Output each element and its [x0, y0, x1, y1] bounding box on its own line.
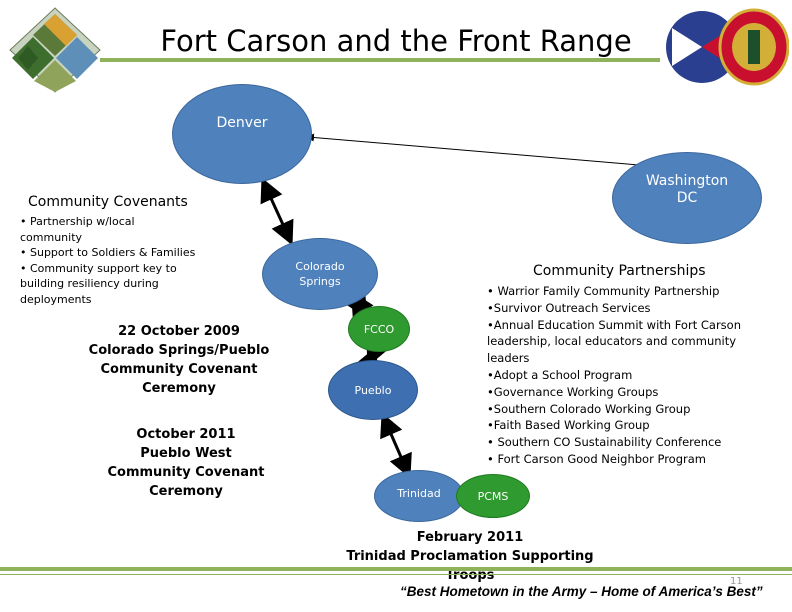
footer-slogan: “Best Hometown in the Army – Home of Ame… — [400, 584, 763, 599]
denver-node: Denver — [172, 84, 312, 184]
washington-node: Washington DC — [612, 152, 762, 244]
title-divider — [100, 58, 660, 62]
fcco-node: FCCO — [348, 306, 410, 352]
list-item: • Community support key to building resi… — [20, 261, 177, 306]
list-item: • Partnership w/local community — [20, 215, 135, 244]
list-item: •Governance Working Groups — [487, 384, 659, 399]
trinidad-node: Trinidad — [374, 470, 464, 522]
ceremony-2011: October 2011 Pueblo West Community Coven… — [107, 427, 265, 499]
list-item: • Southern CO Sustainability Conference — [487, 435, 722, 450]
pueblo-node: Pueblo — [328, 360, 418, 420]
list-item: • Support to Soldiers & Families — [20, 246, 196, 259]
arrow-denver-springs — [260, 177, 294, 246]
arrow-denver-washington — [306, 133, 665, 171]
colorado-springs-node: Colorado Springs — [262, 238, 378, 310]
community-covenants-list: • Partnership w/local community • Suppor… — [20, 214, 200, 307]
arrow-pueblo-trinidad — [380, 412, 412, 479]
list-item: •Survivor Outreach Services — [487, 300, 651, 315]
list-item: •Adopt a School Program — [487, 367, 633, 382]
list-item: •Faith Based Working Group — [487, 418, 650, 433]
insignia-logo — [664, 8, 790, 86]
unit-patch-logo — [8, 6, 102, 94]
list-item: • Fort Carson Good Neighbor Program — [487, 451, 706, 466]
proclamation-note: February 2011 Trinidad Proclamation Supp… — [346, 530, 594, 583]
footer-divider — [0, 567, 792, 571]
community-covenants-heading: Community Covenants — [28, 194, 188, 210]
page-number: 11 — [730, 576, 743, 587]
ceremony-2009: 22 October 2009 Colorado Springs/Pueblo … — [88, 324, 270, 396]
list-item: •Annual Education Summit with Fort Carso… — [487, 317, 741, 366]
page-title: Fort Carson and the Front Range — [160, 24, 632, 58]
list-item: •Southern Colorado Working Group — [487, 401, 691, 416]
arrow-fcco-pueblo — [355, 339, 389, 374]
footer-divider-thin — [0, 574, 792, 575]
pcms-node: PCMS — [456, 474, 530, 518]
community-partnerships-list: • Warrior Family Community Partnership •… — [487, 283, 749, 468]
community-partnerships-heading: Community Partnerships — [533, 263, 706, 279]
list-item: • Warrior Family Community Partnership — [487, 284, 720, 298]
